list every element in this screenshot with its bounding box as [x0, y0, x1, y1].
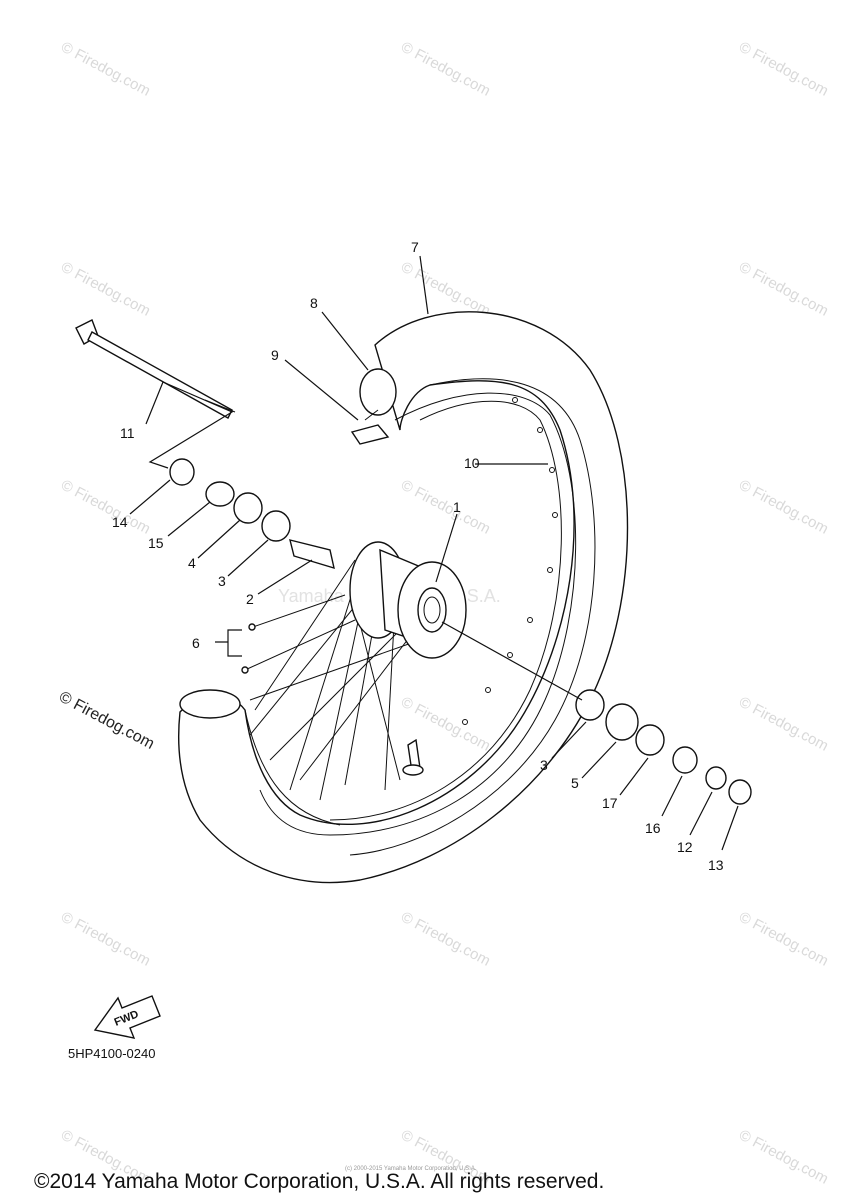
part-label-9: 9: [271, 347, 279, 363]
spoke-parts: [241, 594, 356, 674]
part-label-6: 6: [192, 635, 200, 651]
part-14-collar: [169, 458, 195, 486]
rim-band: [350, 424, 390, 445]
part-label-14: 14: [112, 514, 128, 530]
watermark-firedog: © Firedog.com: [58, 909, 153, 970]
part-label-15: 15: [148, 535, 164, 551]
fwd-arrow-icon: FWD: [93, 995, 161, 1039]
hub: [349, 541, 467, 659]
part-label-13: 13: [708, 857, 724, 873]
watermark-firedog: © Firedog.com: [736, 39, 831, 100]
watermark-firedog: © Firedog.com: [58, 39, 153, 100]
rim-spoke-holes: [462, 397, 558, 725]
part-3-bearing-right: [575, 689, 605, 721]
part-label-4: 4: [188, 555, 196, 571]
tire-bead-end-lower: [179, 689, 241, 719]
watermark-firedog-dark: © Firedog.com: [56, 689, 157, 753]
part-13-nut: [728, 779, 752, 805]
tire: [178, 311, 629, 884]
part-label-11: 11: [120, 425, 135, 441]
watermark-firedog: © Firedog.com: [398, 909, 493, 970]
part-label-16: 16: [645, 820, 661, 836]
watermark-firedog: © Firedog.com: [398, 477, 493, 538]
watermark-firedog: © Firedog.com: [736, 477, 831, 538]
part-label-10: 10: [464, 455, 480, 471]
watermark-firedog: © Firedog.com: [736, 694, 831, 755]
part-17-oil-seal: [635, 724, 665, 756]
part-15-oil-seal: [205, 481, 235, 507]
part-labels: 1 2 3 3 4 5 6 7 8 9 10 11 12 13 14 15 16…: [112, 239, 724, 873]
watermark-firedog: © Firedog.com: [736, 259, 831, 320]
watermark-firedog: © Firedog.com: [398, 259, 493, 320]
part-5-bearing: [605, 703, 639, 741]
part-label-8: 8: [310, 295, 318, 311]
watermark-firedog: © Firedog.com: [736, 909, 831, 970]
right-side-parts: [575, 689, 752, 805]
part-16-collar: [672, 746, 698, 774]
part-label-3: 3: [540, 757, 548, 773]
part-4-bearing: [233, 492, 263, 524]
part-12-washer: [705, 766, 727, 790]
part-label-3: 3: [218, 573, 226, 589]
left-side-parts: [169, 458, 335, 570]
part-3-bearing-left: [261, 510, 291, 542]
leader-lines: [129, 255, 739, 851]
part-label-5: 5: [571, 775, 579, 791]
part-label-12: 12: [677, 839, 693, 855]
tire-bead-end-upper: [359, 368, 397, 416]
tube-and-rim-band: [350, 409, 390, 445]
watermark-firedog: © Firedog.com: [736, 1127, 831, 1188]
watermark-firedog: © Firedog.com: [398, 39, 493, 100]
valve-stem: [402, 738, 424, 776]
diagram-code: 5HP4100-0240: [68, 1046, 155, 1061]
part-label-1: 1: [453, 499, 461, 515]
part-2-spacer: [289, 539, 335, 570]
small-copyright-note: (c) 2000-2015 Yamaha Motor Corporation, …: [345, 1166, 477, 1172]
footer-copyright: ©2014 Yamaha Motor Corporation, U.S.A. A…: [34, 1170, 604, 1193]
part-label-7: 7: [411, 239, 419, 255]
part-label-2: 2: [246, 591, 254, 607]
watermark-firedog: © Firedog.com: [58, 259, 153, 320]
part-label-17: 17: [602, 795, 618, 811]
rim: [259, 392, 577, 836]
